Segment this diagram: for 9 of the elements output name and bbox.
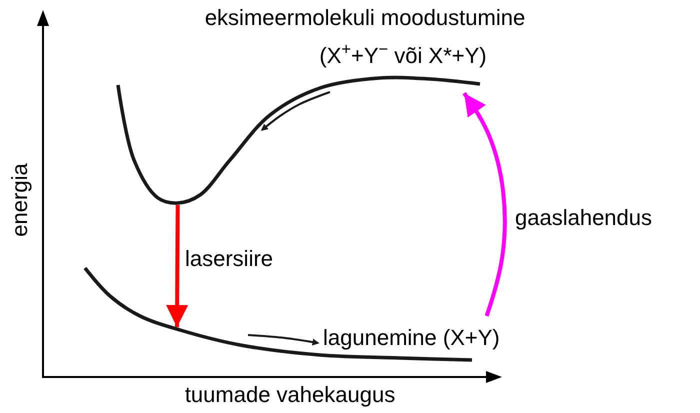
- arrow: [462, 92, 507, 317]
- axis-label: tuumade vahekaugus: [184, 383, 396, 408]
- energy-curve: [116, 76, 480, 205]
- curve-caption: (X$^{+}$+Y$^{−}$ või X*+Y): [319, 44, 487, 68]
- curve-caption: eksimeermolekuli moodustumine: [204, 6, 526, 30]
- edge-label: gaaslahendus: [515, 206, 652, 230]
- curve-caption: lagunemine (X+Y): [323, 326, 500, 350]
- axis-label: energia: [8, 163, 32, 237]
- arrow: [166, 205, 188, 328]
